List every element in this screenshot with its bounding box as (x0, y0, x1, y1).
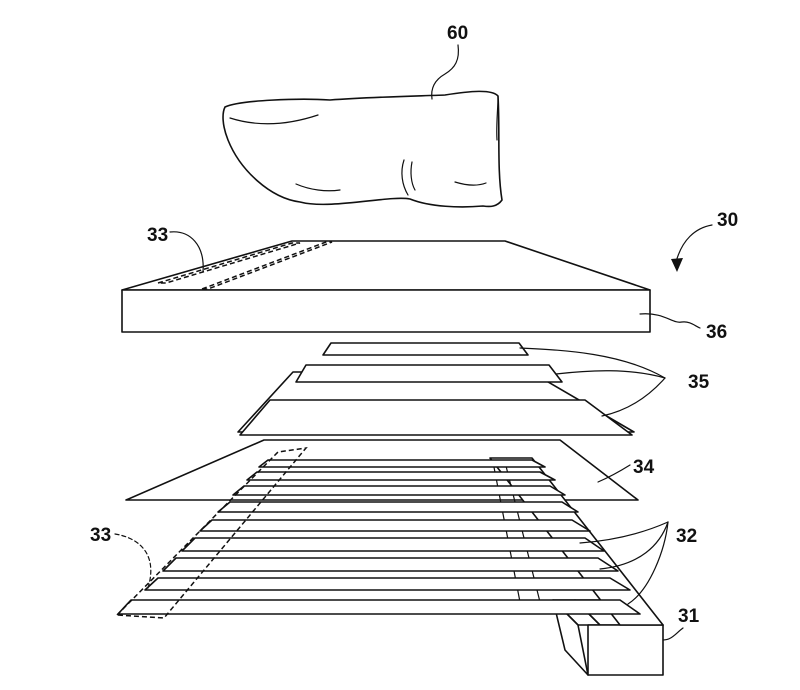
leader-dashed-bottom (114, 533, 152, 589)
label-dashed-region-bottom: 33 (90, 525, 111, 546)
label-assembly: 30 (717, 210, 738, 231)
dashed-region-bottom (115, 446, 308, 619)
leader-dashed-top (169, 231, 204, 273)
leaders-electrodes-upper (519, 347, 666, 417)
leader-connector (662, 627, 684, 641)
label-dashed-region-top: 33 (147, 225, 168, 246)
finger-drawing (222, 90, 503, 208)
label-electrodes-lower: 32 (676, 526, 697, 547)
dashed-region-top (157, 241, 333, 290)
leaders-electrodes-lower (579, 521, 669, 605)
electrode-strips-upper (237, 342, 635, 436)
label-electrodes-upper: 35 (688, 372, 710, 393)
leader-dielectric (597, 464, 631, 483)
label-connector-block: 31 (678, 606, 700, 627)
electrode-strips-lower (117, 457, 664, 626)
dielectric-layer (125, 439, 639, 501)
leader-cover-plate (639, 313, 701, 329)
leader-finger (431, 44, 460, 100)
label-cover-plate: 36 (706, 322, 727, 343)
assembly-arrow (671, 224, 713, 272)
label-finger: 60 (447, 23, 468, 44)
cover-plate (121, 240, 651, 333)
label-dielectric-layer: 34 (633, 457, 655, 478)
